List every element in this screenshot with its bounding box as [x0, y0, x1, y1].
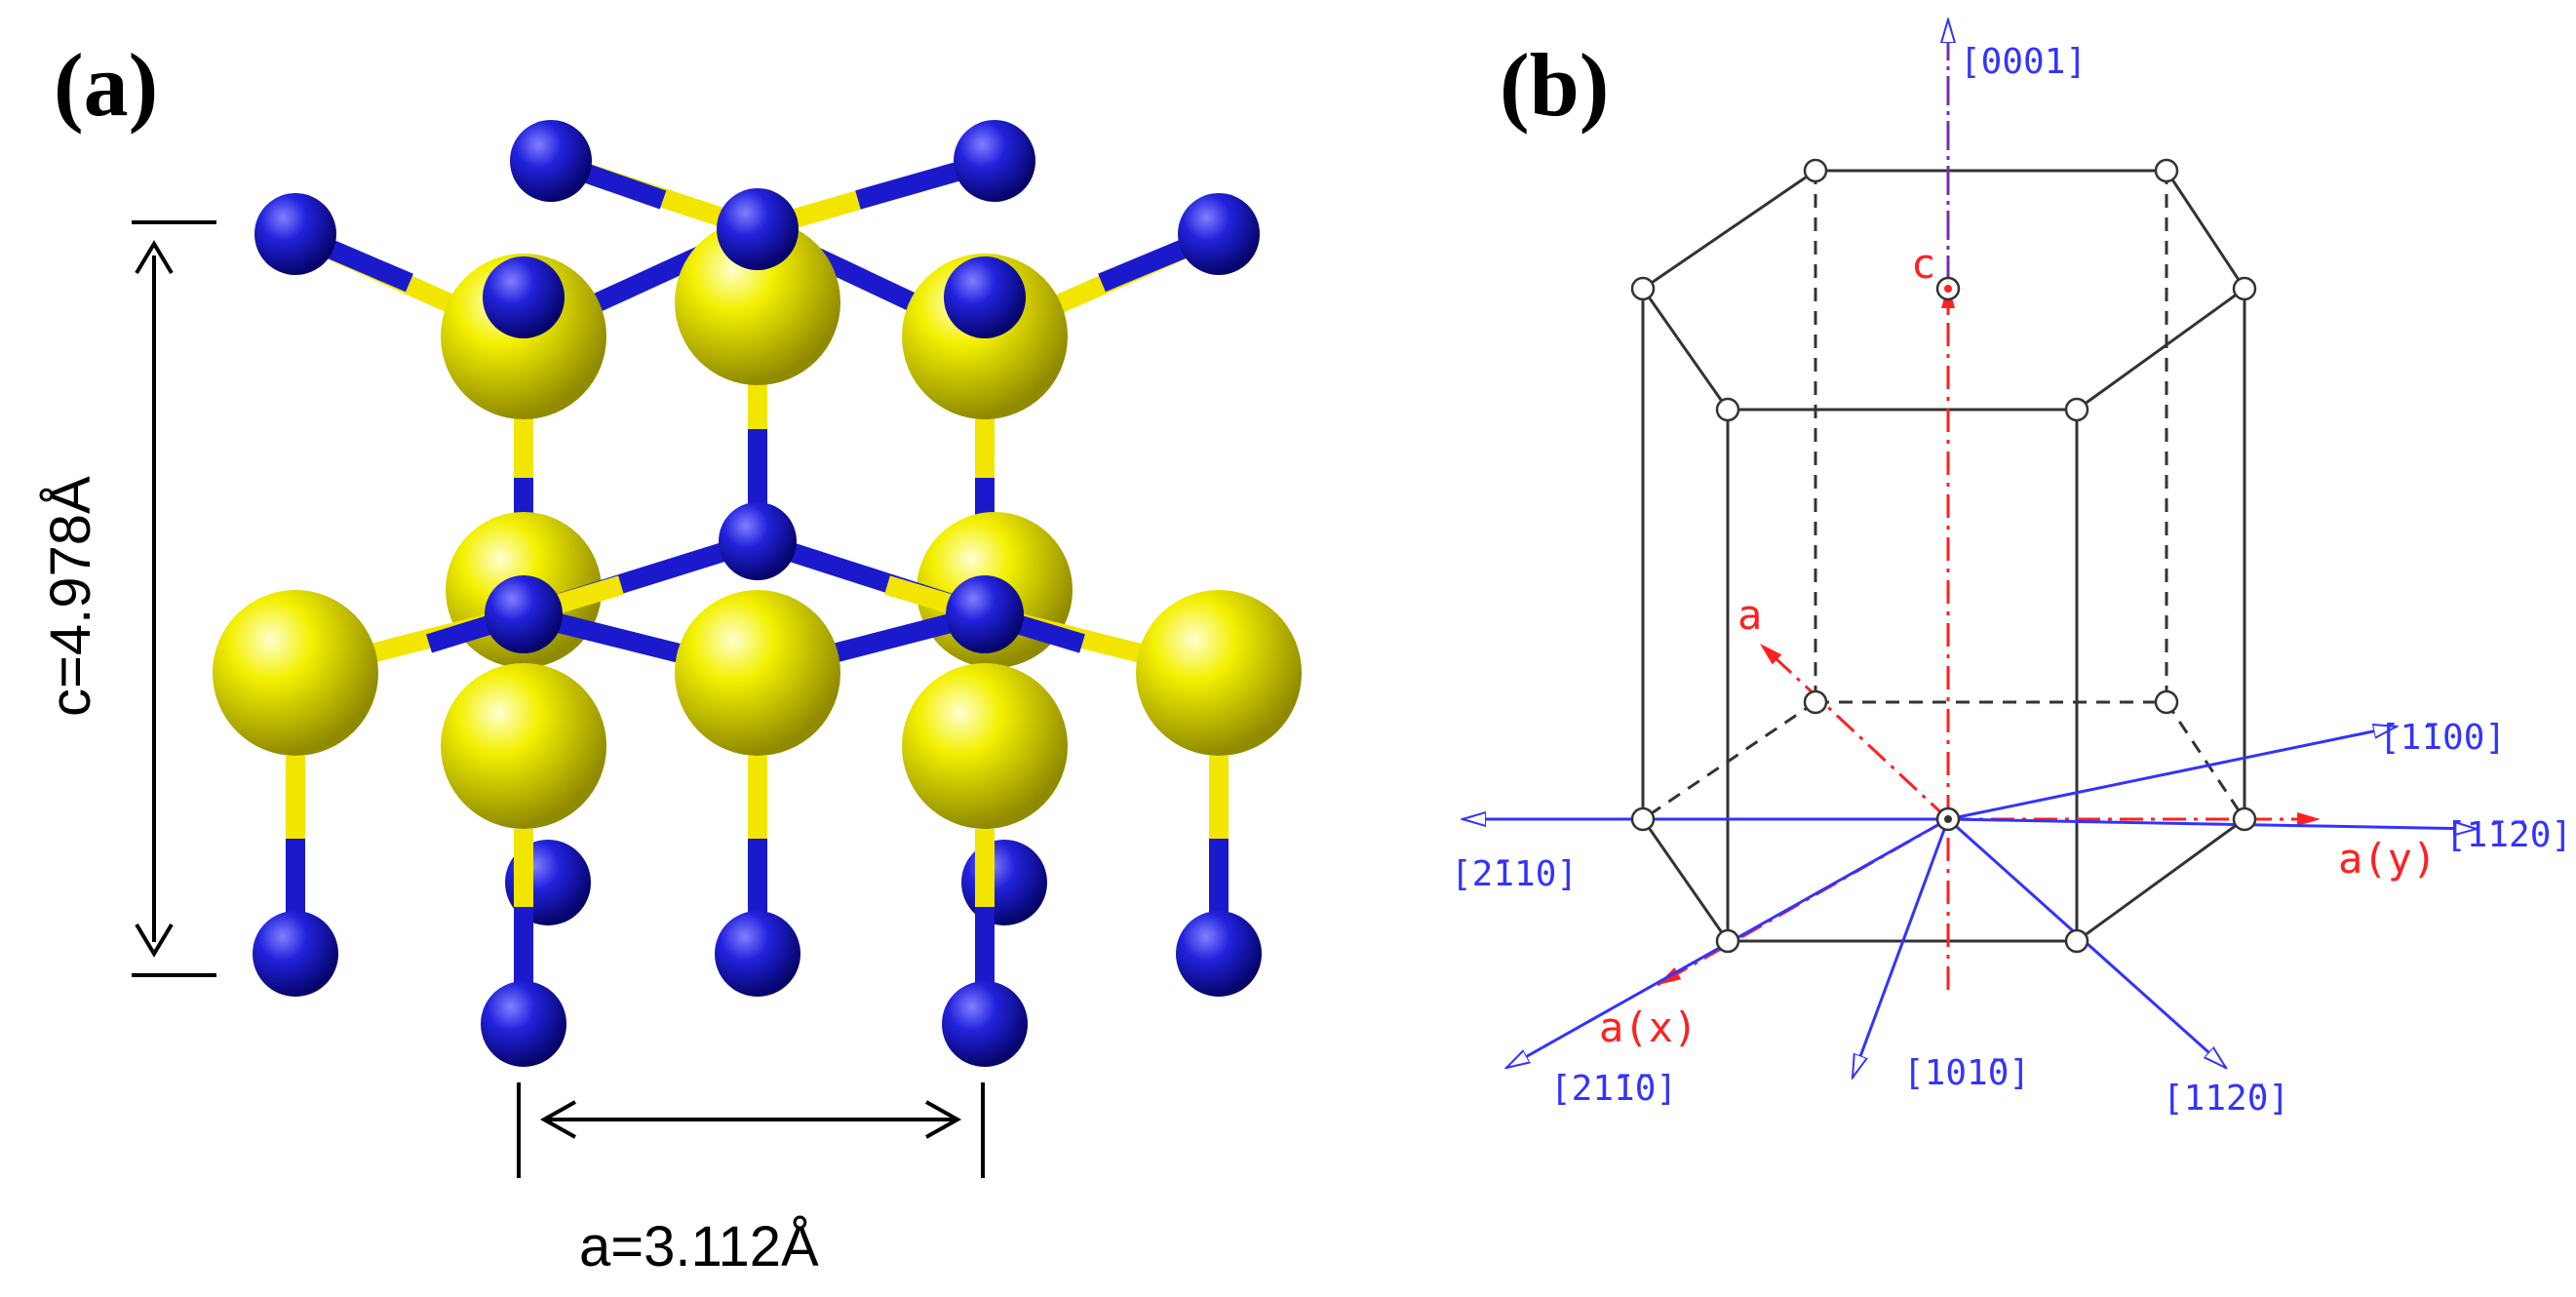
a-dimension-label: a=3.112Å: [579, 1215, 819, 1278]
atom-large-front-1: [213, 590, 378, 756]
vertex: [1803, 158, 1828, 183]
atom-large-front-3: [675, 590, 840, 756]
atom-small-bottom-1: [253, 911, 338, 997]
atom-small-top-left: [483, 256, 565, 338]
label-1bar1bar20: [1̄1̄20]: [2445, 815, 2572, 855]
label-1bar100: [1̄100]: [2379, 718, 2506, 758]
label-axis-ax: a(x): [1599, 1003, 1698, 1051]
panel-a: (a) c=4.978Å a=3.112Å: [39, 35, 1302, 1278]
atom-small-mid-left: [485, 575, 563, 653]
hex-prism-hidden-edges: [1642, 171, 2246, 821]
crystal-structure: [213, 120, 1302, 1067]
atom-large-front-4: [902, 663, 1068, 829]
vertex: [2232, 276, 2257, 301]
label-axis-c: c: [1911, 240, 1935, 288]
atom-small-top-back-left: [510, 120, 592, 202]
vertex: [1803, 689, 1828, 715]
red-axes: [1657, 288, 2321, 990]
atom-large-front-2: [441, 663, 606, 829]
vertex: [2064, 928, 2089, 954]
atom-small-bottom-3: [715, 911, 800, 997]
vertex: [1715, 397, 1740, 422]
label-0001: [0001]: [1960, 42, 2087, 82]
vertex: [2154, 689, 2179, 715]
atom-small-top-far-left: [254, 193, 336, 275]
atom-small-bottom-5: [1176, 911, 1262, 997]
label-112bar0: [112̄0]: [2163, 1079, 2289, 1119]
panel-a-label: (a): [54, 35, 158, 135]
vertex: [2232, 806, 2257, 832]
label-21bar1bar0: [21̄1̄0]: [1550, 1069, 1677, 1109]
a-dimension-marker: [517, 1082, 985, 1178]
label-axis-ay: a(y): [2338, 835, 2437, 883]
c-dimension-marker: [132, 220, 216, 977]
lattice-vertices: [1630, 158, 2257, 954]
vertex: [2064, 397, 2089, 422]
atom-large-top-center: [675, 219, 840, 385]
vertex: [1715, 928, 1740, 954]
atom-small-bottom-4: [942, 981, 1028, 1067]
label-axis-a: a: [1737, 591, 1762, 639]
atom-small-top-far-right: [1178, 193, 1260, 275]
c-dimension-label: c=4.978Å: [39, 476, 102, 717]
vertex: [1630, 276, 1656, 301]
atom-small-top-right: [944, 256, 1026, 338]
label-2bar110: [2̄110]: [1451, 854, 1578, 894]
vertex: [1630, 806, 1656, 832]
atom-small-back-bottom-right: [961, 840, 1047, 925]
label-101bar0: [101̄0]: [1903, 1053, 2030, 1093]
atom-small-top-back-right: [954, 120, 1035, 202]
panel-b: (b): [1451, 20, 2572, 1119]
vertex-center-dot-bottom: [1944, 815, 1952, 823]
atom-small-mid-right: [946, 575, 1024, 653]
panel-b-label: (b): [1500, 35, 1609, 135]
vertex-center-dot-top: [1944, 285, 1952, 293]
atom-small-top-center: [717, 188, 799, 270]
atom-large-front-5: [1136, 590, 1302, 756]
atom-small-bottom-2: [481, 981, 566, 1067]
vertex: [2154, 158, 2179, 183]
atom-small-mid-center: [719, 502, 797, 580]
